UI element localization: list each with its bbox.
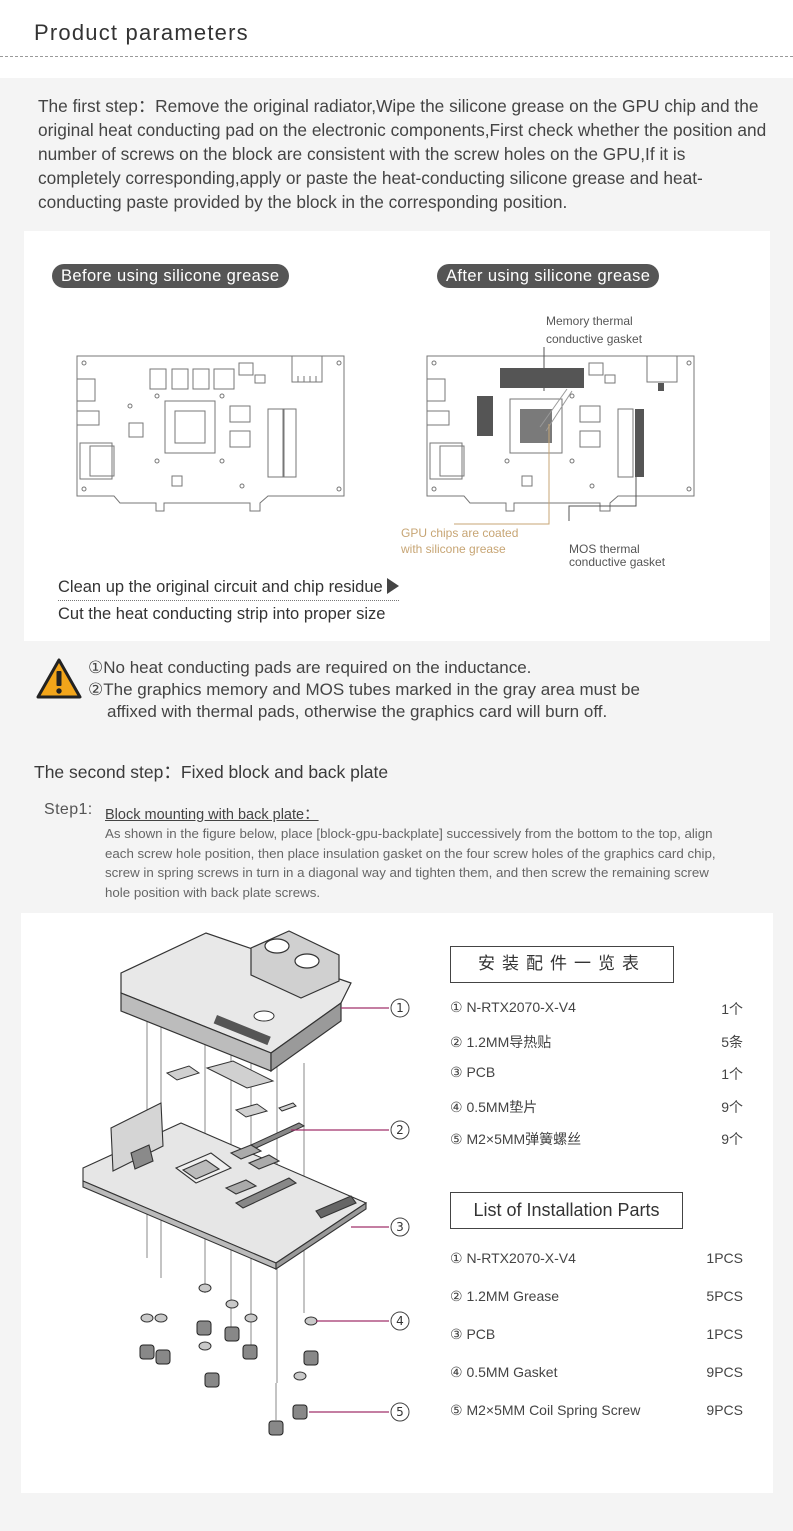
part-name: ① N-RTX2070-X-V4 [450, 1250, 576, 1266]
part-quantity: 5条 [721, 1032, 743, 1052]
parts-list-row: ③ PCB 1PCS [450, 1326, 743, 1343]
parts-list-row: ① N-RTX2070-X-V4 1PCS [450, 1250, 743, 1267]
callout-1: 1 [396, 1001, 404, 1015]
part-quantity: 9PCS [706, 1402, 743, 1418]
play-arrow-icon [387, 578, 399, 594]
parts-list-row: ⑤ M2×5MM弹簧螺丝 9个 [450, 1129, 743, 1149]
callout-4: 4 [396, 1314, 404, 1328]
step1-paragraph: The first step：Remove the original radia… [38, 94, 768, 214]
exploded-assembly-diagram: 1 2 3 4 5 [21, 913, 431, 1493]
mos-gasket-label-2: conductive gasket [569, 555, 665, 569]
part-name: ① N-RTX2070-X-V4 [450, 999, 576, 1015]
gpu-grease-label-1: GPU chips are coated [401, 526, 518, 540]
step2-title: The second step：Fixed block and back pla… [34, 759, 388, 784]
warning-text: ①No heat conducting pads are required on… [88, 657, 748, 723]
part-quantity: 1个 [721, 999, 743, 1019]
callout-5: 5 [396, 1405, 404, 1419]
warning-line-1: ①No heat conducting pads are required on… [88, 657, 748, 679]
part-name: ② 1.2MM Grease [450, 1288, 559, 1304]
callout-3: 3 [396, 1220, 404, 1234]
part-quantity: 1PCS [706, 1326, 743, 1342]
memory-gasket-label-1: Memory thermal [546, 314, 633, 328]
clean-up-text: Clean up the original circuit and chip r… [58, 578, 383, 596]
grease-comparison-panel: Before using silicone grease After using… [24, 231, 770, 641]
en-parts-list-title: List of Installation Parts [450, 1192, 683, 1229]
part-name: ⑤ M2×5MM Coil Spring Screw [450, 1402, 640, 1418]
part-quantity: 5PCS [706, 1288, 743, 1304]
clean-up-instruction: Clean up the original circuit and chip r… [58, 578, 399, 601]
parts-list-row: ① N-RTX2070-X-V4 1个 [450, 999, 743, 1016]
part-name: ④ 0.5MM Gasket [450, 1364, 557, 1380]
part-quantity: 9个 [721, 1097, 743, 1117]
warning-line-3: affixed with thermal pads, otherwise the… [88, 701, 748, 723]
mos-gasket-label-1: MOS thermal [569, 542, 640, 556]
parts-list-row: ② 1.2MM Grease 5PCS [450, 1288, 743, 1305]
part-quantity: 9个 [721, 1129, 743, 1149]
memory-gasket-label-2: conductive gasket [546, 332, 642, 346]
part-name: ⑤ M2×5MM弹簧螺丝 [450, 1131, 581, 1147]
part-name: ③ PCB [450, 1064, 495, 1080]
cut-strip-instruction: Cut the heat conducting strip into prope… [58, 605, 385, 624]
page-title: Product parameters [34, 20, 249, 46]
part-quantity: 1PCS [706, 1250, 743, 1266]
part-name: ③ PCB [450, 1326, 495, 1342]
cn-parts-list-title: 安装配件一览表 [450, 946, 674, 983]
part-quantity: 9PCS [706, 1364, 743, 1380]
page-header: Product parameters [0, 0, 793, 78]
part-quantity: 1个 [721, 1064, 743, 1084]
substep-label: Step1: [44, 801, 93, 819]
callout-2: 2 [396, 1123, 404, 1137]
parts-list-row: ④ 0.5MM垫片 9个 [450, 1097, 743, 1117]
parts-list-row: ② 1.2MM导热贴 5条 [450, 1032, 743, 1052]
installation-panel: 1 2 3 4 5 安装配件一览表 ① N-RTX2070-X-V4 1个 ② 1.… [21, 913, 773, 1493]
warning-triangle-icon [36, 658, 82, 700]
warning-line-2: ②The graphics memory and MOS tubes marke… [88, 679, 748, 701]
header-divider [0, 56, 793, 57]
substep-description: As shown in the figure below, place [blo… [105, 824, 729, 902]
gpu-grease-label-2: with silicone grease [401, 542, 506, 556]
parts-list-row: ③ PCB 1个 [450, 1064, 743, 1081]
part-name: ② 1.2MM导热贴 [450, 1034, 551, 1050]
part-name: ④ 0.5MM垫片 [450, 1099, 537, 1115]
parts-list-row: ④ 0.5MM Gasket 9PCS [450, 1364, 743, 1381]
parts-list-row: ⑤ M2×5MM Coil Spring Screw 9PCS [450, 1402, 743, 1419]
substep-title: Block mounting with back plate： [105, 803, 319, 824]
